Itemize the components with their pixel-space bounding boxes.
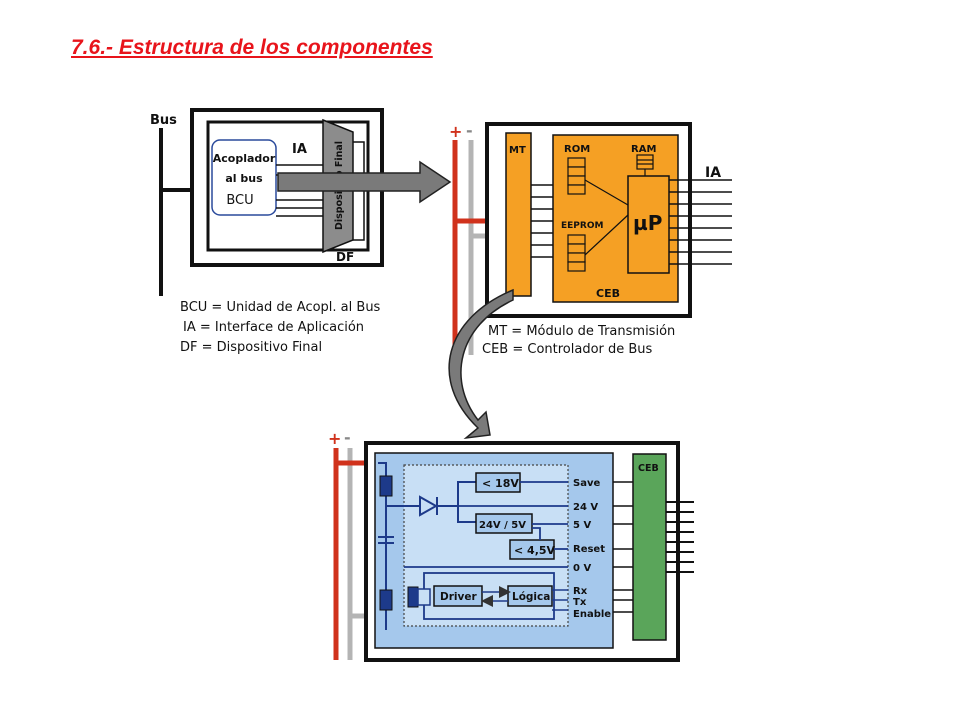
up-label: µP: [633, 211, 662, 235]
rom-label: ROM: [564, 144, 590, 155]
coupler-label-1: Acoplador: [213, 152, 276, 165]
rom-chip: [567, 157, 586, 195]
coupler-label-3: BCU: [226, 193, 253, 208]
legend-2-line-2: CEB = Controlador de Bus: [482, 342, 653, 357]
ceb-label-2: CEB: [596, 287, 620, 300]
legend-1-line-1: BCU = Unidad de Acopl. al Bus: [180, 300, 381, 315]
signal-label: Reset: [573, 544, 605, 555]
ia-output-lines: [669, 179, 732, 265]
driver-logic-group: Driver Lógica: [407, 572, 568, 620]
signal-label: 5 V: [573, 520, 591, 531]
signal-label: Tx: [573, 597, 587, 608]
legend-2-line-1: MT = Módulo de Transmisión: [488, 324, 675, 339]
coil-bottom: [379, 589, 393, 611]
coil-top: [379, 475, 393, 497]
plus-label-2: +: [449, 122, 462, 141]
minus-label-3: -: [344, 428, 351, 447]
ram-chip: [636, 154, 654, 176]
legend-1-line-3: DF = Dispositivo Final: [180, 340, 322, 355]
coupler-label-2: al bus: [225, 172, 263, 185]
microprocessor-block: [627, 175, 670, 274]
legend-1-line-2: IA = Interface de Aplicación: [183, 320, 364, 335]
diode: [386, 481, 476, 523]
curved-arrow: [448, 288, 514, 440]
box-24v5v-label: 24V / 5V: [479, 520, 526, 531]
coupler-box: [211, 139, 277, 216]
bcu-diagram: Bus Acoplador al bus BCU IA Dispositivo …: [150, 108, 452, 296]
ia-label-2: IA: [705, 165, 721, 181]
legend-2: MT = Módulo de Transmisión CEB = Control…: [482, 324, 675, 357]
ceb-diagram: + - MT ROM RAM EEPROM CEB: [449, 121, 732, 355]
minus-label-2: -: [466, 121, 473, 140]
mt-block: [505, 132, 532, 297]
bus-label: Bus: [150, 113, 177, 128]
signal-labels: Save 24 V 5 V Reset 0 V Rx Tx Enable: [573, 478, 611, 620]
ceb-output-lines: [666, 501, 694, 573]
signal-label: Save: [573, 478, 600, 489]
box-45v-label: < 4,5V: [514, 544, 556, 557]
df-label: DF: [336, 250, 354, 264]
box-18v-label: < 18V: [482, 477, 519, 490]
legend-1: BCU = Unidad de Acopl. al Bus IA = Inter…: [180, 300, 381, 355]
ia-label-1: IA: [292, 142, 307, 157]
eeprom-label: EEPROM: [561, 221, 603, 231]
page-title: 7.6.- Estructura de los componentes: [71, 36, 433, 59]
signal-label: Rx: [573, 586, 588, 597]
signal-label: Enable: [573, 609, 611, 620]
mt-label: MT: [509, 145, 526, 156]
plus-label-3: +: [328, 429, 341, 448]
ceb-green-block: [632, 453, 667, 641]
transceiver-coil: [407, 586, 419, 608]
expand-arrow: [277, 160, 452, 204]
signal-label: 0 V: [573, 563, 591, 574]
driver-label: Driver: [440, 591, 477, 603]
signal-label: 24 V: [573, 502, 598, 513]
eeprom-chip: [567, 234, 586, 272]
logica-label: Lógica: [512, 591, 550, 603]
mt-detail-diagram: + - < 18V 24V / 5V: [328, 428, 694, 662]
ram-label: RAM: [631, 144, 656, 155]
ceb-label-3: CEB: [638, 463, 659, 474]
